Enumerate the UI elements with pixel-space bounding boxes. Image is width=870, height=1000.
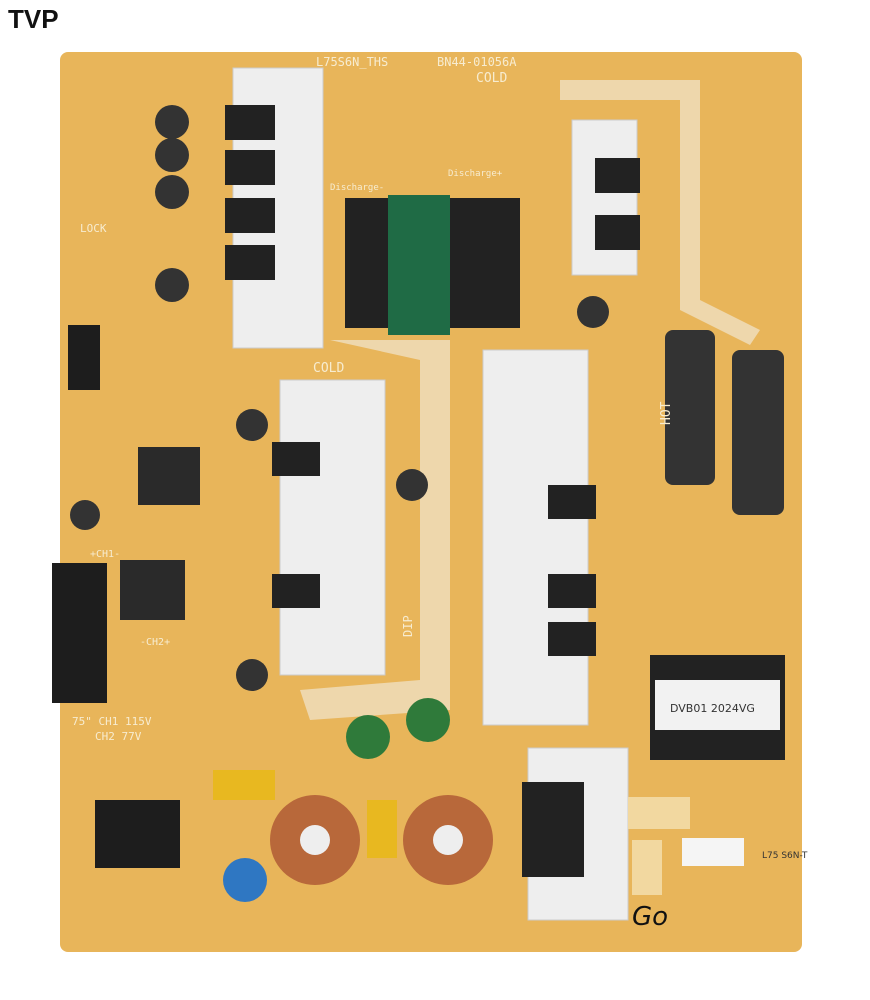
discharge-label: Discharge- — [330, 183, 384, 193]
connector — [68, 325, 100, 390]
ch2-label: CH2 77V — [95, 730, 142, 743]
watermark-text: TVP — [8, 4, 59, 34]
transformer-label: DVB01 2024VG — [670, 702, 755, 715]
model-label: L75S6N_THS — [316, 55, 388, 69]
capacitor — [665, 330, 715, 485]
ch1-label: 75" CH1 115V — [72, 715, 152, 728]
hot-label: HOT — [659, 401, 674, 425]
capacitor — [732, 350, 784, 515]
handwritten-mark: Go — [632, 902, 668, 932]
part-number-label: BN44-01056A — [437, 55, 517, 69]
board-sticker: L75 S6N-T — [762, 851, 808, 861]
discharge-label: Discharge+ — [448, 169, 503, 179]
ch2-polarity-label: -CH2+ — [140, 637, 170, 648]
heatsink — [279, 379, 386, 676]
cold-label: COLD — [313, 361, 344, 376]
ch1-polarity-label: +CH1- — [90, 549, 120, 560]
dip-label: DIP — [401, 615, 415, 637]
heatsink — [482, 349, 589, 726]
ac-inlet — [95, 800, 180, 868]
output-connector — [52, 563, 107, 703]
main-transformer — [388, 195, 450, 335]
cold-label: COLD — [476, 71, 507, 86]
heatsink — [571, 119, 638, 276]
lock-label: LOCK — [80, 222, 107, 235]
